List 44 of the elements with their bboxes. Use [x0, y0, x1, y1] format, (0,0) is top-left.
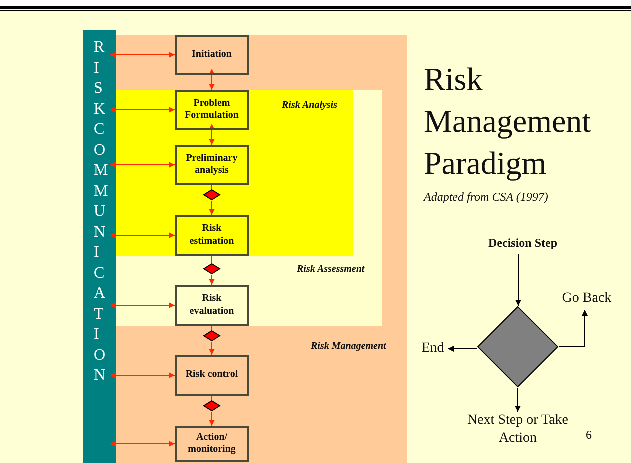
outcome-label: End	[418, 340, 448, 358]
communication-bar	[83, 30, 116, 463]
stage-region	[116, 35, 407, 463]
outcome-label: Decision Step	[478, 236, 568, 254]
double-arrow	[110, 232, 176, 238]
arrow	[209, 412, 215, 426]
arrow	[516, 254, 522, 306]
region-label: Risk Assessment	[297, 264, 365, 275]
stage-region	[116, 90, 353, 256]
outcome-label: Next Step or Take Action	[458, 412, 578, 448]
source-note: Adapted from CSA (1997)	[424, 190, 548, 205]
region-label: Risk Management	[311, 341, 386, 352]
stage-region	[116, 90, 382, 326]
process-box: Initiation	[175, 35, 249, 75]
outcome-label: Go Back	[556, 290, 618, 310]
process-box: Preliminary analysis	[175, 145, 249, 185]
slide-title: Risk Management Paradigm	[424, 60, 592, 183]
decision-diamond	[203, 189, 221, 201]
arrow	[558, 310, 588, 348]
decision-diamond	[477, 306, 559, 388]
arrow	[209, 200, 215, 216]
arrow	[209, 274, 215, 286]
arrow	[448, 346, 478, 352]
vertical-heading: RISK COMMUNICATION	[94, 38, 110, 386]
double-arrow	[110, 107, 176, 113]
process-box: Action/ monitoring	[175, 426, 249, 462]
double-arrow	[110, 162, 176, 168]
decision-diamond	[203, 263, 221, 275]
process-box: Risk control	[175, 355, 249, 396]
decision-diamond	[203, 330, 221, 342]
double-arrow	[209, 69, 215, 90]
process-box: Problem Formulation	[175, 90, 249, 130]
double-arrow	[110, 372, 176, 378]
process-box: Risk evaluation	[175, 285, 249, 326]
process-box: Risk estimation	[175, 215, 249, 256]
page-number: 6	[586, 428, 592, 443]
double-arrow	[110, 52, 176, 58]
arrow	[515, 388, 521, 412]
double-arrow	[110, 302, 176, 308]
decision-diamond	[203, 400, 221, 412]
arrow	[209, 342, 215, 356]
region-label: Risk Analysis	[282, 100, 338, 111]
double-arrow	[209, 124, 215, 146]
double-arrow	[110, 441, 176, 447]
